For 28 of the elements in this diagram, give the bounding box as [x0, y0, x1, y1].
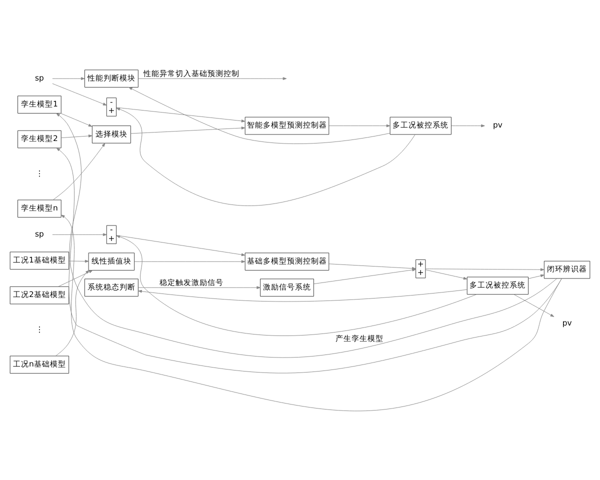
arrow: [138, 76, 287, 80]
arrow: [68, 259, 89, 262]
arrow: [58, 270, 93, 286]
arrow: [52, 82, 107, 105]
arrow: [451, 124, 485, 127]
arrow: [56, 112, 558, 358]
arrow: [60, 214, 562, 411]
arrow: [314, 268, 416, 284]
arrow: [138, 286, 260, 289]
arrow: [528, 274, 544, 278]
arrow: [52, 142, 106, 200]
arrow: [328, 124, 390, 127]
arrow: [116, 107, 416, 206]
arrow: [130, 126, 246, 134]
arrow: [116, 234, 246, 256]
arrow: [425, 269, 468, 280]
arrow: [52, 76, 85, 80]
arrow: [55, 270, 90, 356]
arrow: [128, 86, 390, 144]
arrow: [138, 288, 468, 302]
arrow: [52, 232, 107, 236]
arrow: [425, 268, 544, 271]
arrow: [116, 234, 477, 336]
arrow: [116, 106, 246, 122]
arrow: [134, 260, 246, 263]
arrow: [60, 112, 92, 126]
arrow: [61, 134, 92, 138]
arrow: [514, 294, 554, 316]
